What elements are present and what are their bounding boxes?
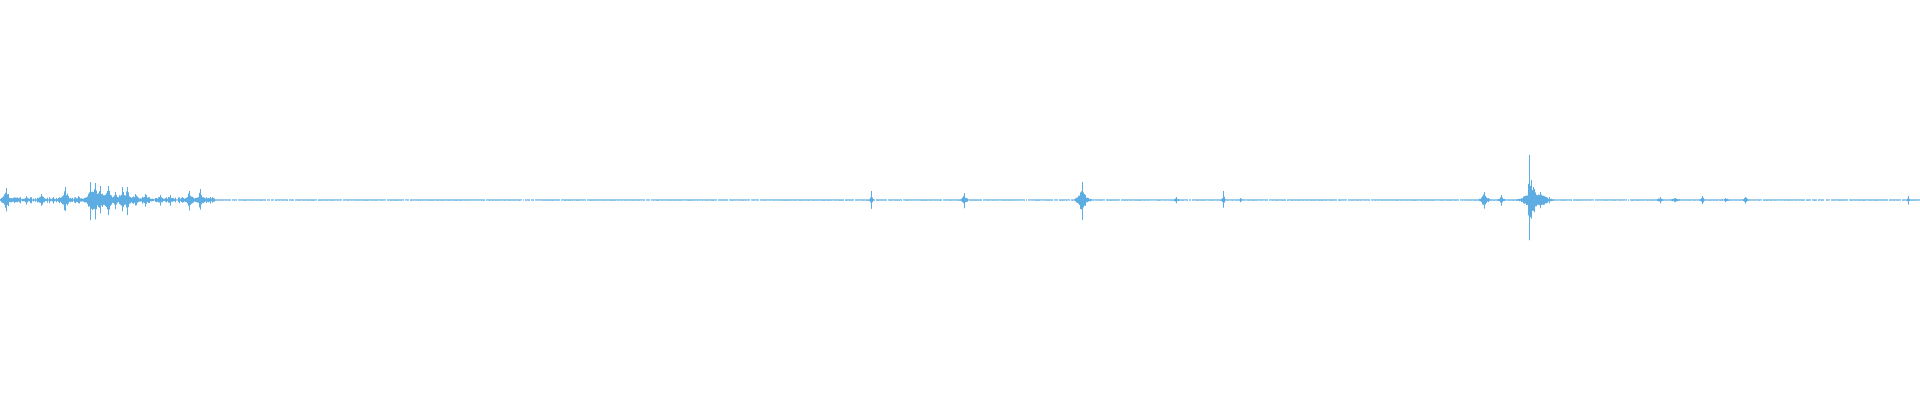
waveform-trace [0,155,1920,241]
